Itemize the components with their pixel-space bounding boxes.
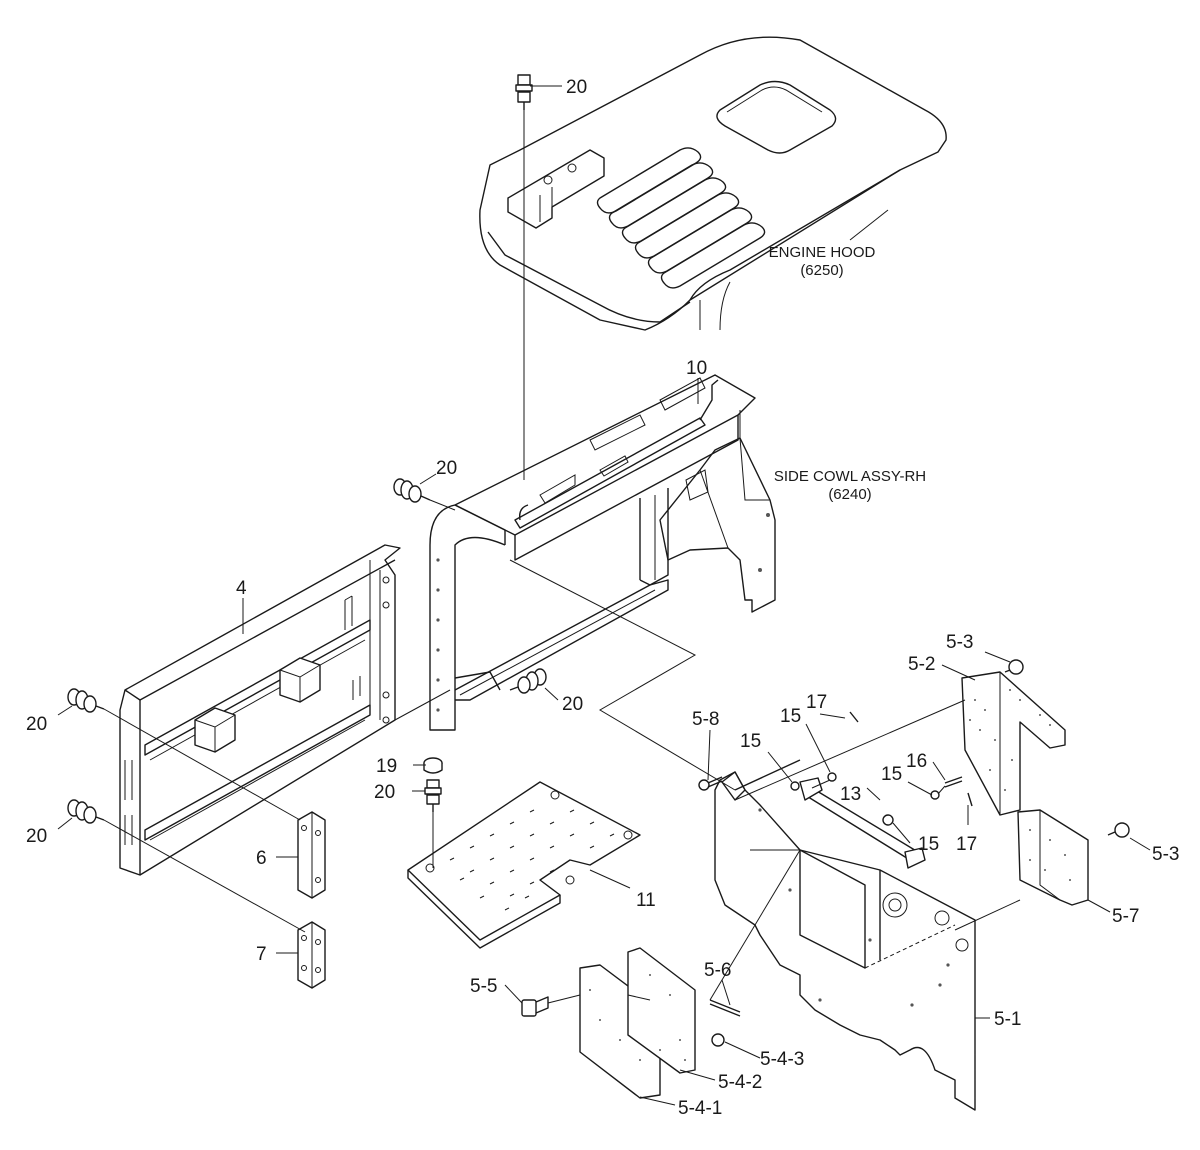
- engine-hood-code: (6250): [800, 262, 843, 279]
- callout-5-3-right: 5-3: [1152, 844, 1179, 865]
- pad-assy-part-5-4: [579, 947, 696, 1099]
- callout-15-a: 15: [780, 706, 801, 727]
- callout-5-6: 5-6: [704, 960, 731, 981]
- bracket-part-5-2: [961, 671, 1066, 816]
- callout-numbers: 20 10 20 4 20 20 20 19 20 6 7 11 5-3 5-2…: [26, 77, 1179, 1119]
- callout-19: 19: [376, 756, 397, 777]
- rear-panel-part-5-1: [714, 759, 976, 1111]
- callout-10: 10: [686, 358, 707, 379]
- bolt-part-20-mid: [509, 668, 547, 694]
- assembly-lines: [103, 110, 1021, 1004]
- bolt-part-20-left-upper: [67, 688, 105, 713]
- callout-20-top: 20: [566, 77, 587, 98]
- washer-parts-15: [790, 772, 940, 826]
- pin-part-5-6: [709, 999, 741, 1017]
- callout-20-plate: 20: [374, 782, 395, 803]
- pin-part-16: [944, 776, 963, 788]
- callout-5-8: 5-8: [692, 709, 719, 730]
- side-cowl-assy-rh: [659, 437, 776, 613]
- callout-16: 16: [906, 751, 927, 772]
- callout-13: 13: [840, 784, 861, 805]
- engine-hood: [479, 36, 947, 331]
- bolt-part-20-upper-frame: [393, 478, 431, 503]
- callout-5-4-1: 5-4-1: [678, 1098, 722, 1119]
- callout-17-top: 17: [806, 692, 827, 713]
- callout-11: 11: [636, 890, 656, 911]
- callout-5-4-2: 5-4-2: [718, 1072, 762, 1093]
- bracket-part-7: [297, 921, 326, 989]
- bolt-part-5-4-3: [711, 1033, 725, 1047]
- callout-20-left-lower: 20: [26, 826, 47, 847]
- callout-17-bottom: 17: [956, 834, 977, 855]
- callout-5-1: 5-1: [994, 1009, 1021, 1030]
- side-cowl-label: SIDE COWL ASSY-RH: [774, 468, 926, 485]
- callout-5-2: 5-2: [908, 654, 935, 675]
- side-cover-part-4: [119, 544, 401, 876]
- pins-part-17: [849, 711, 973, 807]
- callout-15-d: 15: [918, 834, 939, 855]
- callout-5-7: 5-7: [1112, 906, 1139, 927]
- support-frame: [429, 374, 756, 731]
- bolt-part-5-8: [698, 776, 723, 791]
- bolt-part-5-3-top: [1004, 659, 1024, 675]
- callout-5-5: 5-5: [470, 976, 497, 997]
- callout-5-3-top: 5-3: [946, 632, 973, 653]
- side-cowl-code: (6240): [828, 486, 871, 503]
- callout-15-c: 15: [881, 764, 902, 785]
- assembly-labels: ENGINE HOOD (6250) SIDE COWL ASSY-RH (62…: [769, 244, 926, 503]
- callout-leaders: [57, 85, 1151, 1106]
- callout-5-4-3: 5-4-3: [760, 1049, 804, 1070]
- callout-4: 4: [236, 578, 247, 599]
- callout-20-left-upper: 20: [26, 714, 47, 735]
- floor-plate-part-11: [407, 781, 641, 949]
- bracket-part-6: [297, 811, 326, 899]
- rod-part-13: [799, 777, 926, 869]
- callout-20-mid: 20: [562, 694, 583, 715]
- cap-part-19: [423, 757, 443, 774]
- bolt-part-5-3-right: [1107, 822, 1130, 838]
- callout-20-upper-frame: 20: [436, 458, 457, 479]
- bolt-part-20-top: [515, 74, 533, 110]
- callout-7: 7: [256, 944, 267, 965]
- callout-6: 6: [256, 848, 267, 869]
- bolt-part-20-left-lower: [67, 799, 105, 824]
- bolt-part-5-5: [521, 996, 549, 1017]
- bolt-part-20-plate: [424, 779, 442, 812]
- engine-hood-label: ENGINE HOOD: [769, 244, 876, 261]
- pad-part-5-7: [1017, 809, 1089, 906]
- callout-15-b: 15: [740, 731, 761, 752]
